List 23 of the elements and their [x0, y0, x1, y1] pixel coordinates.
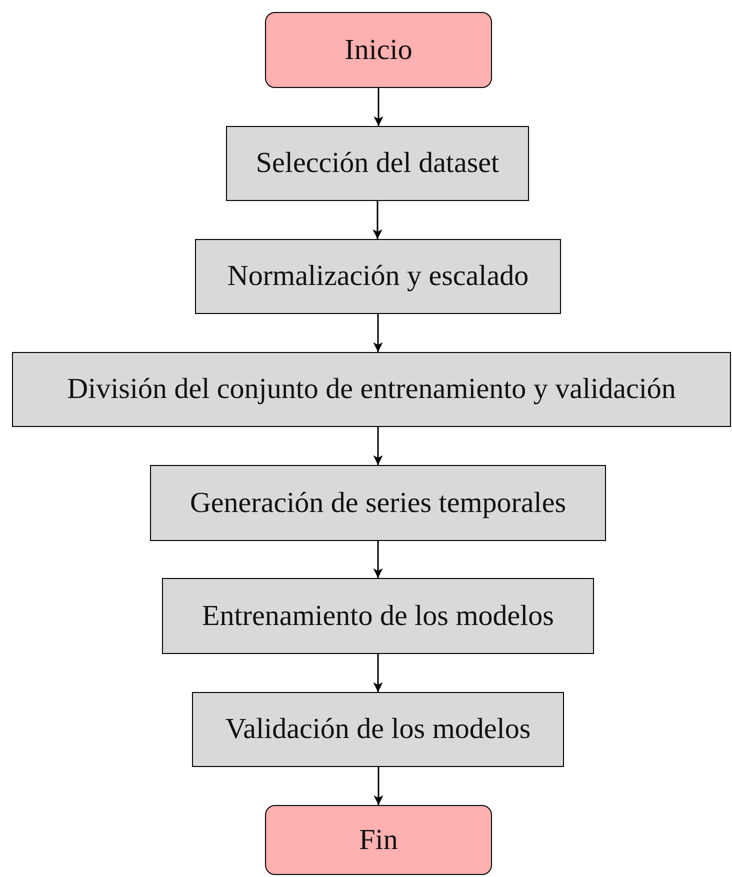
node-label: Normalización y escalado	[227, 260, 529, 293]
node-label: Validación de los modelos	[225, 713, 531, 746]
node-label: Selección del dataset	[256, 147, 500, 180]
process-box	[162, 578, 594, 654]
node-label: División del conjunto de entrenamiento y validación	[67, 373, 676, 406]
arrow	[374, 88, 384, 126]
arrow	[372, 201, 382, 239]
arrow	[373, 427, 383, 465]
process-box	[12, 352, 731, 427]
arrow	[373, 654, 383, 692]
node-label: Generación de series temporales	[190, 486, 566, 520]
arrow	[374, 767, 384, 805]
process-box	[192, 692, 564, 767]
arrow	[373, 541, 383, 578]
process-box	[195, 239, 561, 314]
process-box	[226, 126, 529, 201]
node-label: Fin	[359, 824, 398, 856]
arrow	[373, 314, 383, 352]
node-label: Entrenamiento de los modelos	[202, 600, 554, 632]
terminal-box	[265, 805, 492, 875]
node-label: Inicio	[344, 34, 412, 66]
terminal-box	[265, 12, 492, 88]
process-box	[150, 465, 606, 541]
